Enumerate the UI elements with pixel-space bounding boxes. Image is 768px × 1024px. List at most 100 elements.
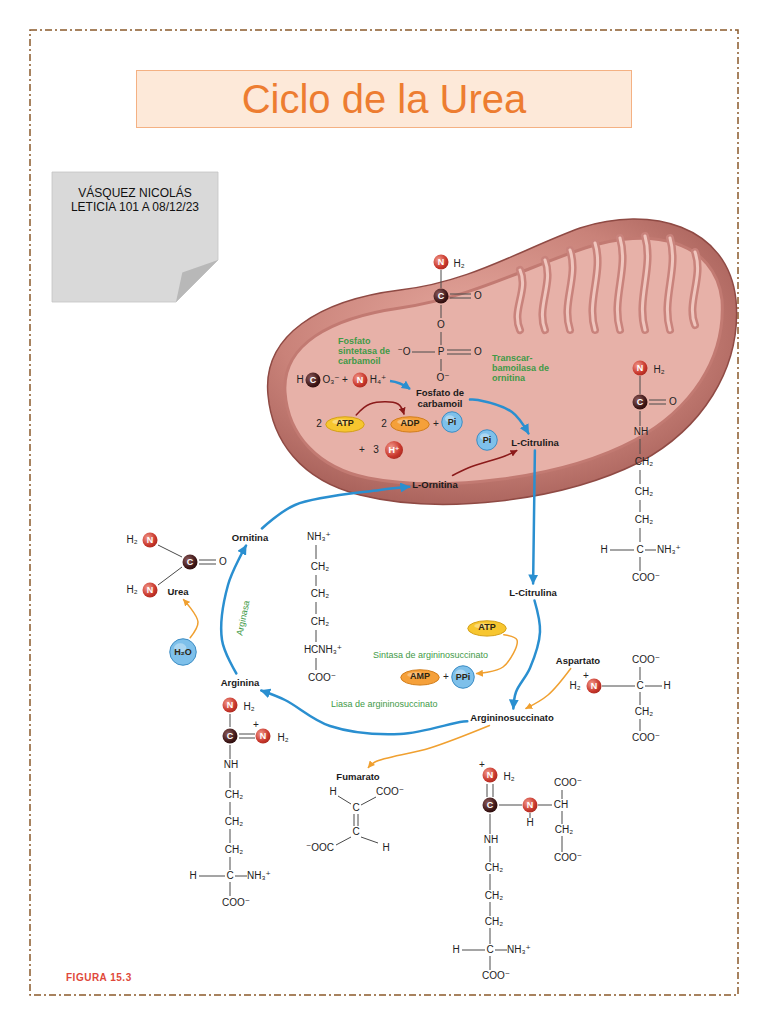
- formula-text: CH₂: [225, 817, 243, 827]
- page-border: [30, 30, 738, 995]
- formula-text: O: [219, 557, 227, 567]
- formula-text: NH: [634, 427, 648, 437]
- formula-text: HCNH₃⁺: [304, 645, 342, 655]
- nitrogen-atom: N: [353, 373, 368, 388]
- ellipse-outline: [468, 620, 507, 635]
- enzyme-label: Transcar- bamoilasa de ornitina: [492, 353, 550, 383]
- bond-lines: [158, 270, 666, 970]
- formula-text: CH₂: [311, 589, 329, 599]
- figure-caption: FIGURA 15.3: [66, 972, 132, 983]
- formula-text: CH: [554, 800, 568, 810]
- note-paper: [52, 172, 218, 302]
- formula-text: H₂: [126, 585, 137, 595]
- amp-ellipse: AMP: [400, 669, 440, 686]
- bond-lines: [199, 714, 255, 896]
- formula-text: NH: [484, 835, 498, 845]
- formula-text: +: [359, 445, 365, 455]
- side-product-arrow: [368, 726, 489, 768]
- mitochondrion: [268, 219, 737, 504]
- formula-text: H: [296, 375, 303, 385]
- phosphate-circle: Pi: [476, 429, 498, 451]
- formula-text: H₂: [569, 681, 580, 691]
- title-text: Ciclo de la Urea: [242, 77, 527, 122]
- nitrogen-atom: N: [143, 533, 158, 548]
- node-text: Urea: [167, 586, 188, 597]
- formula-text: O₃⁻: [322, 375, 339, 385]
- formula-text: CH₂: [635, 487, 653, 497]
- formula-text: NH₃⁺: [657, 545, 681, 555]
- cycle-arrow: [513, 601, 540, 709]
- node-text: Fosfato de carbamoil: [413, 387, 467, 409]
- carbon-atom: C: [306, 373, 321, 388]
- ellipse-outline: [477, 430, 498, 451]
- reaction-arrow: [390, 381, 410, 389]
- formula-text: NH₃⁺: [507, 945, 531, 955]
- formula-text: H: [663, 681, 670, 691]
- formula-text: H: [329, 787, 336, 797]
- formula-text: H: [382, 843, 389, 853]
- formula-text: CH₂: [225, 790, 243, 800]
- formula-text: COO⁻: [554, 853, 582, 863]
- formula-text: COO⁻: [222, 898, 250, 908]
- metabolite-label: L-Citrulina: [510, 436, 560, 449]
- formula-text: ⁻O: [397, 347, 410, 357]
- formula-text: CH₂: [485, 863, 503, 873]
- formula-text: ⁻OOC: [306, 843, 334, 853]
- formula-text: H: [189, 871, 196, 881]
- formula-text: 2: [381, 419, 387, 429]
- cycle-arrow: [261, 691, 467, 735]
- energy-arrow: [356, 402, 404, 415]
- atp-ellipse: ATP: [467, 620, 507, 637]
- formula-text: NH: [224, 760, 238, 770]
- node-text: L-Citrulina: [511, 437, 559, 448]
- ellipse-outline: [170, 639, 197, 666]
- formula-text: C: [226, 871, 233, 881]
- caption-box: FIGURA 15.3: [66, 972, 132, 983]
- formula-text: COO⁻: [632, 733, 660, 743]
- bond-lines: [610, 376, 666, 571]
- side-product-arrow: [183, 600, 198, 638]
- node-text: Argininosuccinato: [470, 712, 553, 723]
- metabolite-label: Fumarato: [335, 770, 380, 783]
- formula-text: C: [636, 681, 643, 691]
- formula-text: CH₂: [225, 845, 243, 855]
- nitrogen-atom: N: [223, 698, 238, 713]
- node-text: L-Ornitina: [412, 479, 457, 490]
- note-fold: [176, 260, 218, 302]
- node-text: Pi: [448, 417, 457, 428]
- metabolite-label: Aspartato: [555, 654, 601, 667]
- formula-text: O⁻: [436, 373, 449, 383]
- metabolite-label: L-Ornitina: [411, 478, 458, 491]
- formula-text: CH₂: [555, 825, 573, 835]
- nitrogen-atom: N: [483, 768, 498, 783]
- formula-text: H₂: [653, 365, 664, 375]
- ellipse-outline: [401, 669, 440, 684]
- formula-text: O: [437, 320, 445, 330]
- node-text: L-Citrulina: [509, 587, 557, 598]
- formula-text: H: [526, 818, 533, 828]
- formula-text: +: [342, 375, 348, 385]
- node-text: Pi: [483, 435, 492, 446]
- metabolite-label: Argininosuccinato: [469, 711, 554, 724]
- formula-text: CH₂: [485, 917, 503, 927]
- nitrogen-atom: N: [256, 729, 271, 744]
- formula-text: H₄⁺: [370, 375, 387, 385]
- metabolite-label: L-Citrulina: [508, 586, 558, 599]
- node-text: AMP: [410, 671, 430, 682]
- formula-text: NH₃⁺: [307, 532, 331, 542]
- metabolite-label: Ornitina: [231, 531, 269, 544]
- formula-text: CH₂: [311, 617, 329, 627]
- nitrogen-atom: N: [523, 798, 538, 813]
- name-note: VÁSQUEZ NICOLÁS LETICIA 101 A 08/12/23: [52, 172, 218, 302]
- mitochondrion: [268, 219, 737, 504]
- mitochondrion: [285, 238, 722, 483]
- mitochondrion: [517, 236, 697, 330]
- ellipse-outline: [391, 416, 430, 431]
- carbon-atom: C: [434, 289, 449, 304]
- formula-text: CH₂: [485, 891, 503, 901]
- nitrogen-atom: N: [633, 361, 648, 376]
- node-text: Fumarato: [336, 771, 379, 782]
- ellipse-outline: [326, 416, 365, 431]
